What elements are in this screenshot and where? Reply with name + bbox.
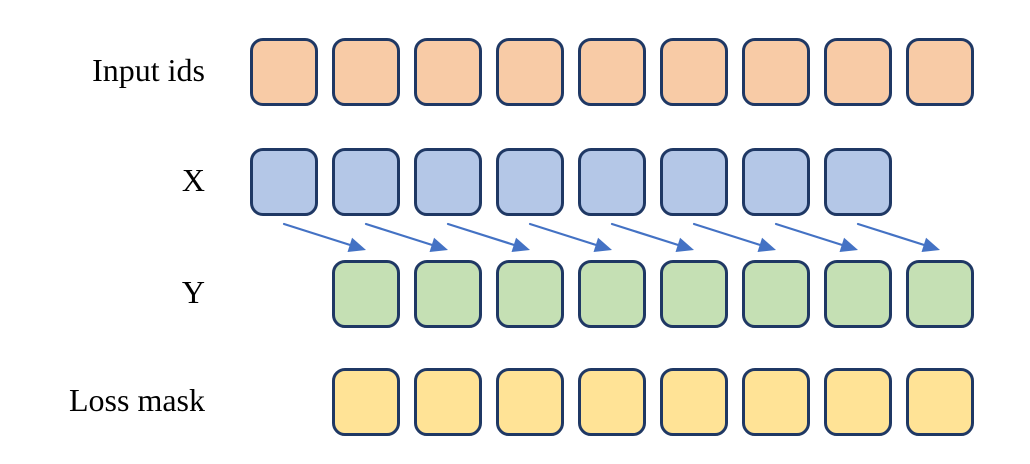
shift-arrow-3	[446, 222, 530, 253]
shift-arrow-5	[610, 222, 694, 253]
token-cell-input-ids-1	[250, 38, 318, 106]
token-cell-loss-mask-8	[906, 368, 974, 436]
token-cell-input-ids-9	[906, 38, 974, 106]
token-cell-y-5	[660, 260, 728, 328]
token-cell-input-ids-2	[332, 38, 400, 106]
token-cell-y-6	[742, 260, 810, 328]
row-label-loss-mask: Loss mask	[69, 382, 205, 418]
token-cell-x-3	[414, 148, 482, 216]
token-cell-x-4	[496, 148, 564, 216]
shift-arrow-8	[856, 222, 940, 253]
token-cell-loss-mask-7	[824, 368, 892, 436]
shift-arrow-6	[692, 222, 776, 253]
row-label-x: X	[181, 162, 205, 198]
token-cell-input-ids-5	[578, 38, 646, 106]
shift-arrow-4	[528, 222, 612, 253]
token-cell-x-8	[824, 148, 892, 216]
token-cell-x-1	[250, 148, 318, 216]
token-cell-loss-mask-6	[742, 368, 810, 436]
row-label-input-ids: Input ids	[92, 52, 205, 88]
shift-arrow-1	[282, 222, 366, 253]
token-cell-y-2	[414, 260, 482, 328]
token-cell-loss-mask-3	[496, 368, 564, 436]
token-cell-y-7	[824, 260, 892, 328]
token-cell-loss-mask-4	[578, 368, 646, 436]
token-cell-y-3	[496, 260, 564, 328]
token-cell-y-4	[578, 260, 646, 328]
token-cell-loss-mask-5	[660, 368, 728, 436]
token-cell-y-8	[906, 260, 974, 328]
token-cell-y-1	[332, 260, 400, 328]
token-cell-input-ids-3	[414, 38, 482, 106]
shift-arrow-2	[364, 222, 448, 253]
row-label-y: Y	[181, 274, 205, 310]
shift-arrow-7	[774, 222, 858, 253]
token-cell-x-6	[660, 148, 728, 216]
token-cell-loss-mask-1	[332, 368, 400, 436]
token-cell-x-5	[578, 148, 646, 216]
token-cell-input-ids-8	[824, 38, 892, 106]
token-cell-input-ids-4	[496, 38, 564, 106]
token-cell-loss-mask-2	[414, 368, 482, 436]
token-cell-x-2	[332, 148, 400, 216]
token-cell-input-ids-7	[742, 38, 810, 106]
token-cell-input-ids-6	[660, 38, 728, 106]
token-cell-x-7	[742, 148, 810, 216]
